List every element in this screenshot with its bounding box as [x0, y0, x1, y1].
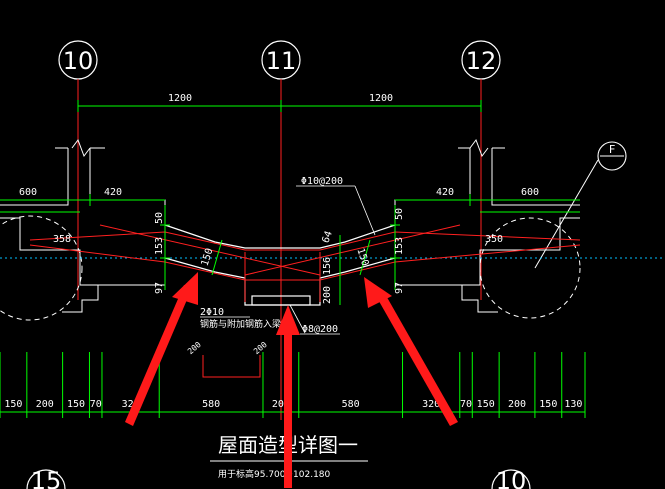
dashed-circles — [0, 215, 581, 321]
arrow-right — [364, 277, 458, 426]
dim-slope-358: 358 — [53, 234, 71, 245]
dim-vert-left-153: 153 — [154, 237, 165, 255]
detail-dim-left: 200 — [186, 340, 203, 356]
rebar-bottom-note: 钢筋与附加钢筋入梁内 — [200, 318, 290, 330]
bottom-dim-label: 70 — [90, 399, 102, 410]
dim-mid-420-right: 420 — [436, 187, 454, 198]
dim-center-200: 200 — [322, 286, 333, 304]
dim-center-156: 156 — [322, 257, 333, 275]
stirrup-leader — [289, 304, 306, 334]
detail-hook — [202, 355, 261, 378]
bottom-dim-label: 200 — [36, 399, 54, 410]
section-leader — [534, 159, 599, 269]
axis-label-10: 10 — [63, 47, 94, 75]
dim-mid-600-right: 600 — [521, 187, 539, 198]
red-arrows — [125, 272, 458, 488]
rebar-top-label: Φ10@200 — [301, 176, 343, 187]
detail-dim-right: 200 — [252, 340, 269, 356]
dim-top-left: 1200 — [168, 93, 192, 104]
drawing-subtitle: 用于标高95.700~102.180 — [218, 468, 331, 480]
dim-mid-600-left: 600 — [19, 187, 37, 198]
axis-bubble-15 — [26, 469, 66, 489]
dim-slope-350: 350 — [485, 234, 503, 245]
bottom-dim-label: 130 — [564, 399, 582, 410]
bottom-dim-label: 150 — [4, 399, 22, 410]
top-dimension — [77, 100, 482, 112]
bottom-dim-label: 580 — [202, 399, 220, 410]
bottom-dim-label: 320 — [422, 399, 440, 410]
rebar-lines — [29, 224, 581, 302]
bottom-dimension-chain: 150 200 150 70 320 580 200 580 320 70 150 200 150 130 — [0, 352, 586, 418]
bottom-dim-label: 200 — [508, 399, 526, 410]
bottom-dim-label: 200 — [272, 399, 290, 410]
dim-vert-right-97: 97 — [394, 282, 405, 294]
rebar-bottom-label: 2Φ10 — [200, 307, 224, 318]
axis-label-10-bottom: 10 — [496, 467, 527, 489]
right-structure — [394, 138, 580, 313]
section-mark-label: F — [609, 143, 616, 156]
dim-slope-150-left: 150 — [200, 247, 216, 268]
bottom-dim-label: 70 — [460, 399, 472, 410]
dim-vert-left-97: 97 — [154, 282, 165, 294]
axis-label-12: 12 — [466, 47, 497, 75]
dim-vert-right-153: 153 — [394, 237, 405, 255]
axis-bubble-10-bottom — [491, 469, 531, 489]
dim-slope-150-right: 150 — [354, 247, 370, 268]
rebar-stirrup-label: Φ8@200 — [302, 324, 338, 335]
bottom-dim-label: 150 — [477, 399, 495, 410]
sloped-slab — [164, 224, 396, 306]
bottom-dim-label: 320 — [122, 399, 140, 410]
dim-vert-right-50: 50 — [394, 208, 405, 220]
rebar-top-leader — [354, 185, 376, 236]
bottom-dim-label: 150 — [67, 399, 85, 410]
dim-top-right: 1200 — [369, 93, 393, 104]
dim-center-64: 64 — [320, 230, 334, 245]
section-mark-circle — [597, 141, 627, 171]
bottom-dim-label: 580 — [342, 399, 360, 410]
axis-label-11: 11 — [266, 47, 297, 75]
arrow-left — [125, 272, 198, 426]
dim-vert-left-50: 50 — [154, 212, 165, 224]
arrow-center — [276, 305, 300, 488]
dim-mid-420-left: 420 — [104, 187, 122, 198]
left-structure — [0, 138, 166, 313]
bottom-dim-label: 150 — [539, 399, 557, 410]
axis-label-15: 15 — [31, 467, 62, 489]
mid-dimension — [0, 194, 580, 305]
